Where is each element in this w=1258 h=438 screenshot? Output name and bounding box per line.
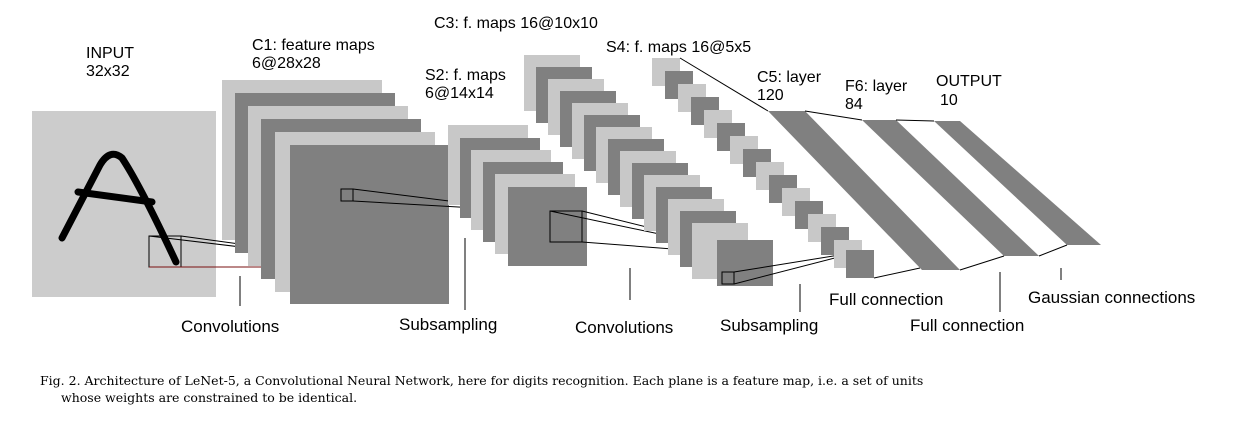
output-label-line1: OUTPUT bbox=[936, 73, 1002, 90]
input-label-line2: 32x32 bbox=[86, 63, 130, 80]
output-label-line2: 10 bbox=[940, 92, 958, 109]
operation-ticks bbox=[239, 238, 1062, 312]
s4-feature-maps bbox=[652, 58, 874, 278]
full-connection-lines bbox=[804, 110, 1068, 271]
digit-a-glyph bbox=[58, 150, 180, 266]
s2-feature-maps bbox=[448, 125, 587, 266]
c3-receptive-field bbox=[721, 271, 735, 285]
op-convolutions-1: Convolutions bbox=[181, 317, 279, 336]
f6-layer bbox=[862, 120, 1039, 256]
caption-line1: Fig. 2. Architecture of LeNet-5, a Convo… bbox=[40, 373, 924, 388]
c1-receptive-field bbox=[340, 188, 354, 202]
f6-label-line1: F6: layer bbox=[845, 78, 908, 95]
s2-label-line1: S2: f. maps bbox=[425, 67, 506, 84]
c1-label-line1: C1: feature maps bbox=[252, 37, 375, 54]
lenet5-architecture-diagram: INPUT 32x32 C1: feature maps 6@28x28 S2:… bbox=[32, 15, 1195, 337]
op-full-connection-1: Full connection bbox=[829, 290, 943, 309]
input-plane bbox=[32, 111, 216, 297]
op-convolutions-2: Convolutions bbox=[575, 318, 673, 337]
output-layer bbox=[934, 121, 1101, 245]
caption-line2: whose weights are constrained to be iden… bbox=[61, 390, 358, 405]
input-label-line1: INPUT bbox=[86, 45, 134, 62]
s2-receptive-field bbox=[549, 210, 583, 243]
c1-feature-maps bbox=[222, 80, 449, 304]
f6-label-line2: 84 bbox=[845, 96, 863, 113]
s4-to-c5-lines bbox=[679, 57, 921, 279]
c5-label-line1: C5: layer bbox=[757, 69, 822, 86]
op-full-connection-2: Full connection bbox=[910, 316, 1024, 335]
op-subsampling-1: Subsampling bbox=[399, 315, 497, 334]
c1-label-line2: 6@28x28 bbox=[252, 55, 321, 72]
op-subsampling-2: Subsampling bbox=[720, 316, 818, 335]
c3-feature-maps bbox=[524, 55, 773, 286]
c3-label: C3: f. maps 16@10x10 bbox=[434, 15, 598, 32]
s2-label-line2: 6@14x14 bbox=[425, 85, 494, 102]
c5-layer bbox=[768, 111, 960, 270]
s4-label: S4: f. maps 16@5x5 bbox=[606, 39, 751, 56]
c5-label-line2: 120 bbox=[757, 87, 784, 104]
op-gaussian-connections: Gaussian connections bbox=[1028, 288, 1195, 307]
figure-caption: Fig. 2. Architecture of LeNet-5, a Convo… bbox=[40, 372, 1240, 406]
